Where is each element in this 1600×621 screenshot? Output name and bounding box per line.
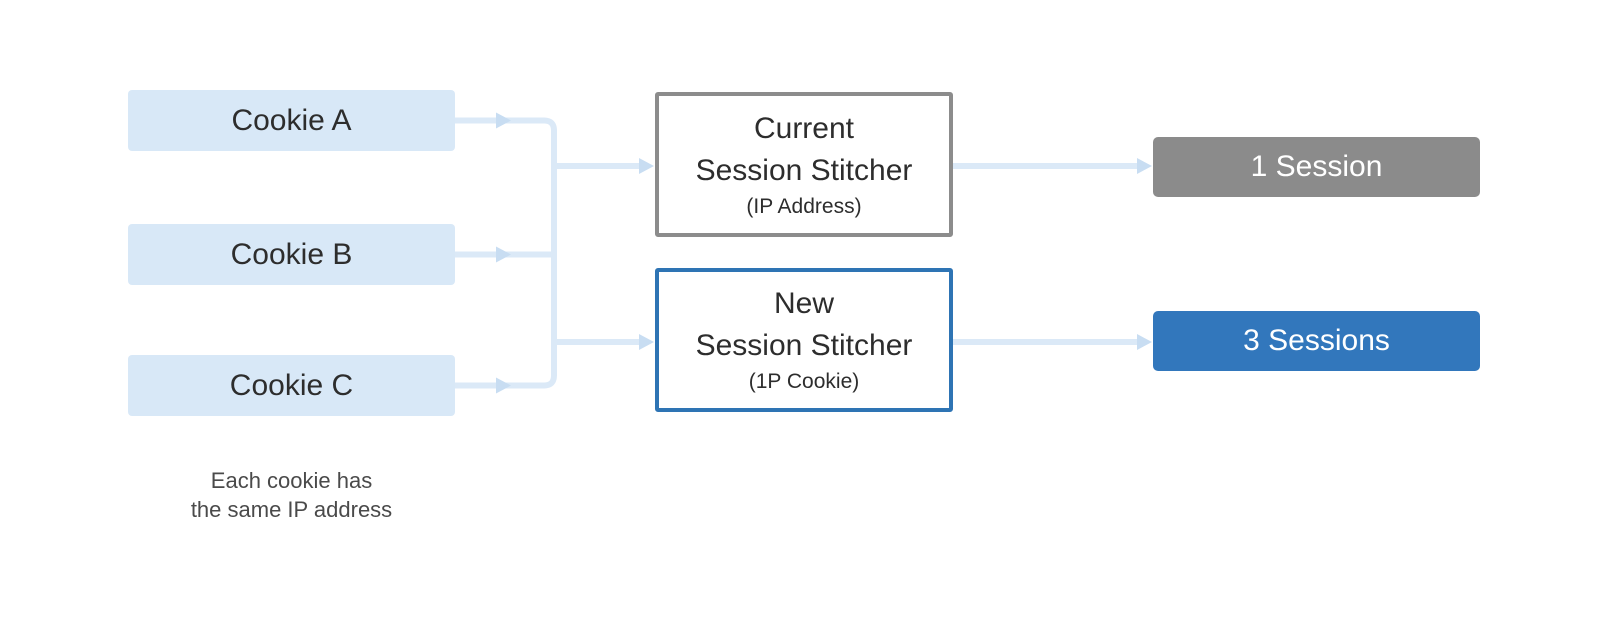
result-box-3-sessions: 3 Sessions: [1153, 311, 1480, 371]
arrowhead-icon: [1137, 158, 1152, 174]
new-session-stitcher-box: New Session Stitcher (1P Cookie): [655, 268, 953, 412]
arrowhead-icon: [639, 334, 654, 350]
arrowhead-icon: [496, 246, 511, 263]
connector-trunk: [455, 117, 557, 389]
caption-line-2: the same IP address: [190, 497, 393, 522]
new-stitcher-subtitle: (1P Cookie): [748, 370, 860, 393]
current-stitcher-subtitle: (IP Address): [746, 194, 862, 218]
arrowhead-icon: [496, 112, 511, 129]
new-stitcher-title-line-2: Session Stitcher: [695, 329, 913, 362]
caption-line-1: Each cookie has: [210, 468, 373, 493]
cookie-a-label: Cookie A: [231, 103, 352, 137]
cookie-b-label: Cookie B: [230, 237, 353, 271]
cookie-c-box: Cookie C: [128, 355, 455, 416]
cookie-b-box: Cookie B: [128, 224, 455, 285]
current-stitcher-title-line-1: Current: [753, 111, 855, 145]
cookie-a-box: Cookie A: [128, 90, 455, 151]
current-session-stitcher-box: Current Session Stitcher (IP Address): [655, 92, 953, 237]
caption: Each cookie has the same IP address: [128, 466, 455, 524]
cookie-c-label: Cookie C: [229, 368, 354, 402]
arrowhead-icon: [1137, 334, 1152, 350]
arrowhead-icon: [639, 158, 654, 174]
arrowhead-icon: [496, 377, 511, 394]
result-3-sessions-label: 3 Sessions: [1243, 324, 1390, 357]
current-stitcher-title-line-2: Session Stitcher: [695, 153, 913, 187]
result-1-session-label: 1 Session: [1250, 150, 1383, 183]
new-stitcher-title-line-1: New: [773, 287, 834, 320]
result-box-1-session: 1 Session: [1153, 137, 1480, 197]
